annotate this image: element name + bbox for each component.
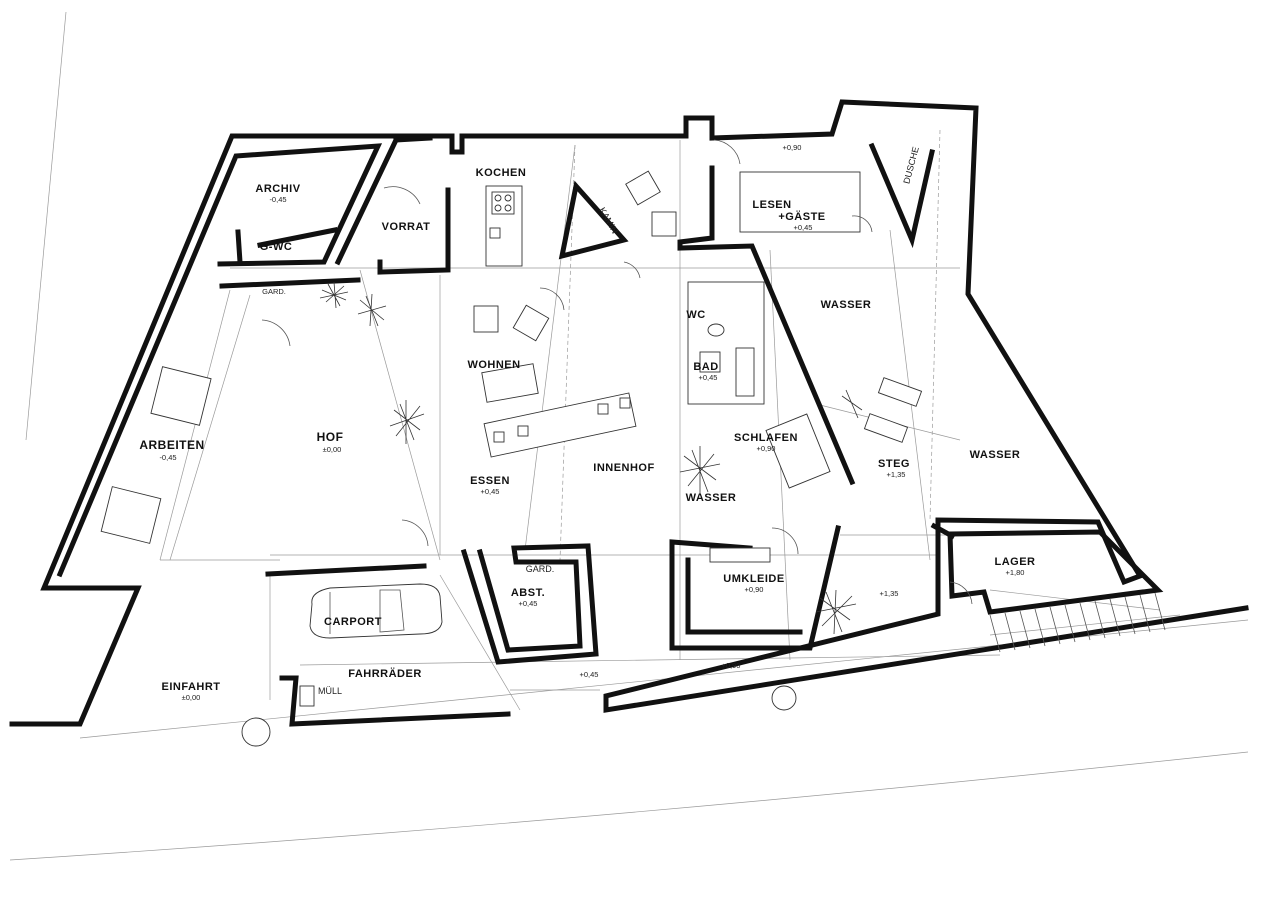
label-wohnen: WOHNEN [467,359,520,371]
label-steg: STEG [878,458,910,470]
level-hof: ±0,00 [323,445,342,454]
level-schlafen: +0,90 [757,444,776,453]
level-bottom-1: +0,45 [580,670,599,679]
label-vorrat: VORRAT [382,221,431,233]
label-gard-1: GARD. [262,287,286,296]
level-essen: +0,45 [481,487,500,496]
level-steg: +1,35 [887,470,906,479]
level-top: +0,90 [783,143,802,152]
walls [9,99,1249,727]
furniture [100,170,923,747]
label-arbeiten: ARBEITEN [139,438,204,452]
level-lesen: +0,45 [794,223,813,232]
label-lesen: LESEN [752,199,791,211]
door-arcs [261,139,973,605]
level-umkleide: +0,90 [745,585,764,594]
label-lager: LAGER [995,556,1036,568]
site-lines [9,11,1249,861]
label-essen: ESSEN [470,475,510,487]
level-einfahrt: ±0,00 [182,693,201,702]
label-wasser-2: WASSER [970,449,1021,461]
label-abst: ABST. [511,587,545,599]
car [309,583,443,639]
label-carport: CARPORT [324,616,382,628]
level-abst: +0,45 [519,599,538,608]
label-schlafen: SCHLAFEN [734,432,798,444]
label-dusche: DUSCHE [901,146,920,185]
level-archiv: -0,45 [269,195,286,204]
label-gard-2: GARD. [526,564,555,574]
kamin-triangle [558,180,629,260]
label-wc: WC [686,309,705,321]
label-wasser-3: WASSER [686,492,737,504]
label-archiv: ARCHIV [255,183,300,195]
label-wasser-1: WASSER [821,299,872,311]
room-labels: ARCHIV -0,45 G-WC GARD. VORRAT KOCHEN KA… [139,143,1035,702]
level-lager: +1,80 [1006,568,1025,577]
label-bad: BAD [693,361,718,373]
label-innenhof: INNENHOF [593,462,654,474]
level-right: +1,35 [880,589,899,598]
level-arbeiten: -0,45 [159,453,176,462]
label-gwc: G-WC [260,241,293,253]
label-hof: HOF [317,430,344,444]
label-fahrraeder: FAHRRÄDER [348,667,422,680]
label-umkleide: UMKLEIDE [723,573,784,585]
plants [319,281,863,635]
stairs [989,592,1166,653]
label-einfahrt: EINFAHRT [162,681,221,693]
label-kamin: KAMIN [597,206,620,236]
label-kochen: KOCHEN [476,167,527,179]
level-bad: +0,45 [699,373,718,382]
label-muell: MÜLL [318,686,342,696]
level-bottom-2: +0,90 [722,661,741,670]
label-gaeste: +GÄSTE [778,210,825,223]
